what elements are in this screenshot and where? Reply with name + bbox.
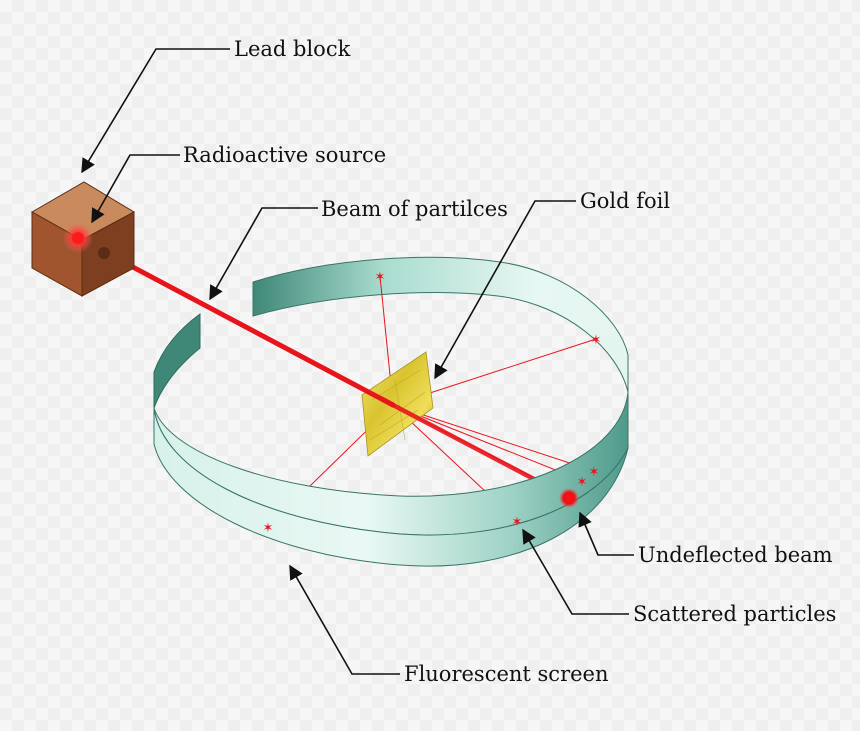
radioactive-source xyxy=(63,223,93,253)
callout-arrows xyxy=(81,48,634,675)
label-beam: Beam of partilces xyxy=(321,197,508,221)
scatter-mark: ✶ xyxy=(375,270,386,285)
label-undeflected-beam: Undeflected beam xyxy=(638,543,833,567)
undeflected-beam-spot xyxy=(559,488,579,508)
arrow-fluorescent-screen xyxy=(289,564,400,675)
scattered-particle-marks: ✶ ✶ ✶ ✶ ✶ ✶ xyxy=(263,270,602,536)
fluorescent-screen-front-lower xyxy=(153,407,629,567)
scatter-mark: ✶ xyxy=(577,475,588,490)
scatter-mark: ✶ xyxy=(589,465,600,480)
arrow-lead-block xyxy=(81,48,230,174)
scatter-mark: ✶ xyxy=(263,521,274,536)
label-scattered-particles: Scattered particles xyxy=(633,602,837,626)
scatter-mark: ✶ xyxy=(591,333,602,348)
arrow-undeflected-beam xyxy=(578,511,634,556)
arrow-gold-foil xyxy=(434,200,576,380)
gold-foil-sheet xyxy=(361,351,434,457)
arrow-scattered-particles xyxy=(522,528,629,615)
scatter-mark: ✶ xyxy=(512,515,523,530)
lead-block xyxy=(30,181,136,297)
label-fluorescent-screen: Fluorescent screen xyxy=(404,662,609,686)
arrow-radioactive-source xyxy=(91,154,180,224)
label-radioactive-source: Radioactive source xyxy=(183,143,387,167)
label-gold-foil: Gold foil xyxy=(580,189,671,213)
arrow-beam xyxy=(209,207,318,301)
label-lead-block: Lead block xyxy=(234,37,351,61)
